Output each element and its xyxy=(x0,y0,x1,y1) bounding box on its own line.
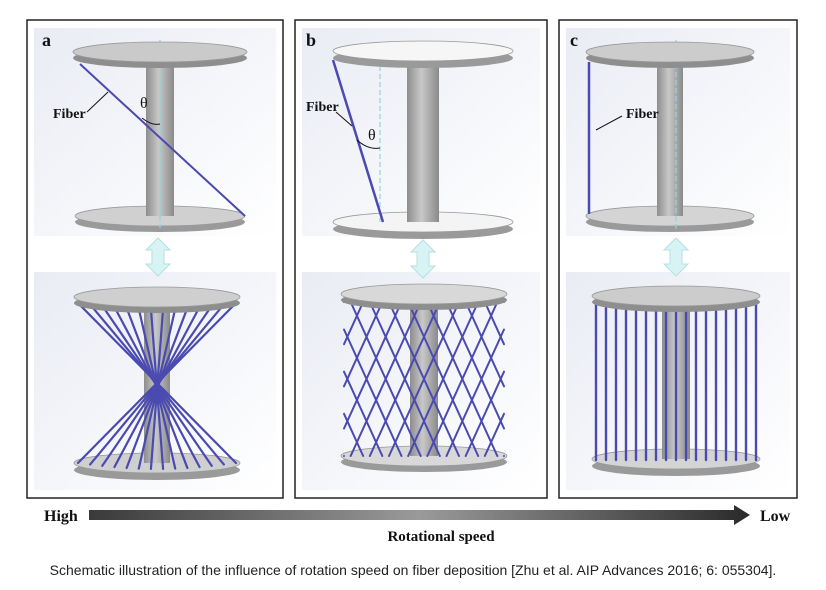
panel-a-letter: a xyxy=(42,30,51,50)
spool-top-disk xyxy=(73,286,241,308)
double-arrow-icon xyxy=(662,237,690,277)
panel-b-border xyxy=(294,19,548,499)
fiber-strand xyxy=(76,301,238,465)
spool-rod xyxy=(407,62,439,222)
speed-gradient-arrow xyxy=(89,505,750,525)
panel-a-fiber-label: Fiber xyxy=(53,107,86,122)
fiber-strand xyxy=(343,301,403,430)
spool-top-disk xyxy=(340,283,508,305)
panel-c-fiber-label: Fiber xyxy=(626,107,659,122)
speed-axis-label: Rotational speed xyxy=(387,529,495,545)
panel-b-spool-wound xyxy=(340,283,508,472)
fiber-strand xyxy=(483,301,505,346)
panel-b-fiber-label: Fiber xyxy=(306,100,339,115)
fiber-strand xyxy=(349,301,422,457)
fiber-strand xyxy=(445,301,505,430)
panel-b-theta: θ xyxy=(368,127,376,144)
panel-c-letter: c xyxy=(570,30,578,50)
panel-c-border xyxy=(558,19,798,499)
panel-b-spool-single xyxy=(331,40,514,239)
panel-c-spool-single xyxy=(585,40,755,232)
panel-c-fiber-pointer xyxy=(595,115,623,131)
panel-b-fiber-pointer xyxy=(335,111,353,127)
panel-a-border xyxy=(26,19,284,499)
panel-b-letter: b xyxy=(306,30,316,50)
spool-top-disk xyxy=(591,285,761,307)
spool-top-disk xyxy=(585,41,755,63)
panel-c-transition-arrow xyxy=(662,237,690,277)
speed-high-label: High xyxy=(44,508,78,525)
double-arrow-icon xyxy=(144,237,172,277)
fiber-strand xyxy=(368,301,441,457)
double-arrow-icon xyxy=(409,239,437,279)
spool-top-disk xyxy=(72,41,248,63)
panel-b-transition-arrow xyxy=(409,239,437,279)
fiber-winding-parallel xyxy=(594,302,758,462)
figure-caption: Schematic illustration of the influence … xyxy=(49,562,777,578)
panel-a-fiber-pointer xyxy=(86,91,109,113)
panel-a-theta: θ xyxy=(140,95,148,112)
speed-low-label: Low xyxy=(760,508,791,525)
fiber-strand xyxy=(343,328,403,457)
fiber-strand xyxy=(426,301,499,457)
fiber-winding-hourglass xyxy=(76,301,238,471)
fiber-strand xyxy=(407,301,480,457)
panel-a-transition-arrow xyxy=(144,237,172,277)
fiber-strand xyxy=(343,301,365,346)
fiber-strand xyxy=(343,301,384,388)
fiber-winding-crosshatch xyxy=(343,301,505,457)
spool-top-disk xyxy=(332,40,514,62)
fiber-strand xyxy=(445,328,505,457)
spool-rod xyxy=(657,58,683,216)
theta-arc xyxy=(141,117,161,125)
panel-a-spool-single xyxy=(72,40,248,232)
theta-arc xyxy=(356,139,381,149)
fiber-strand xyxy=(79,63,246,217)
fiber-strand xyxy=(388,301,460,457)
panel-c-spool-wound xyxy=(591,285,761,476)
fiber-strand xyxy=(464,301,505,388)
panel-a-spool-wound xyxy=(73,286,241,480)
